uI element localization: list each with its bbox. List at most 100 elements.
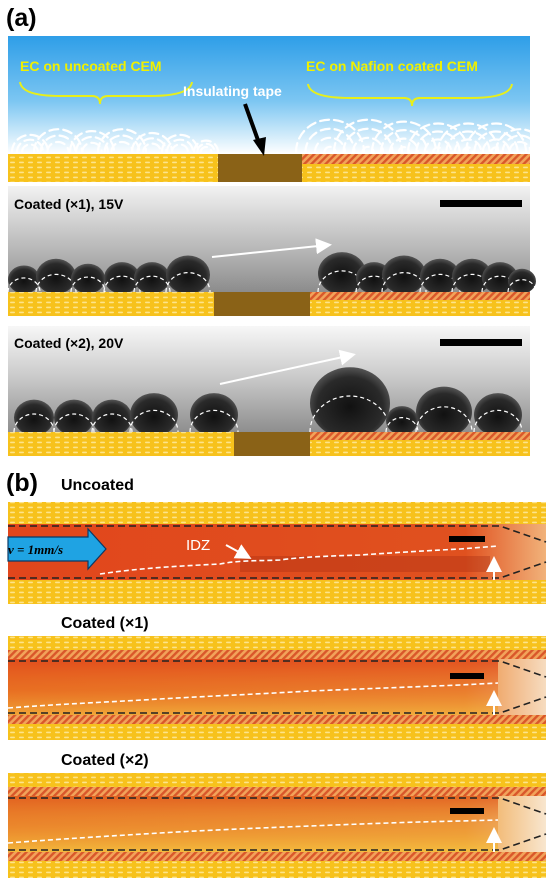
vortex-arc (199, 145, 213, 154)
channel3-bottom-coating (8, 852, 546, 861)
vortex-arc (20, 143, 40, 154)
bubble (452, 258, 492, 294)
schematic-bubbles (10, 118, 546, 154)
vortex-arc (192, 139, 220, 154)
vortex-arc (304, 127, 356, 154)
bubble (134, 262, 170, 294)
frame1-scale-bar (440, 200, 522, 207)
frame2-bubbles (13, 367, 523, 440)
channel-uncoated: v = 1mm/s IDZ (7, 502, 547, 604)
channel2-top-coating (8, 650, 546, 659)
vortex-arc (351, 136, 385, 154)
channel2-idz-boundary (7, 682, 499, 709)
bubble-outline (317, 270, 367, 293)
channel2-bottom-wall (8, 724, 546, 740)
channel3-flow-shade (8, 796, 498, 852)
coated-membrane-layer (302, 154, 530, 164)
vortex-arc (481, 138, 511, 154)
bubble (71, 263, 105, 294)
vortex-arc (196, 142, 216, 154)
vortex-arc (142, 142, 162, 154)
bubble (36, 258, 76, 294)
vortex-arc (342, 127, 394, 154)
channel1-idz-boundary (99, 545, 499, 575)
bubble (130, 393, 178, 437)
vortex-arc (313, 136, 347, 154)
frame1-growth-arrow (211, 238, 332, 258)
bubble (474, 393, 522, 437)
vortex-arc (501, 134, 539, 154)
vortex-arc (453, 138, 483, 154)
channel1-dark-layer (240, 556, 490, 572)
vortex-arc (130, 131, 174, 154)
frame2-label: Coated (×2), 20V (14, 335, 124, 351)
frame1-bubbles (7, 252, 537, 295)
bubble (386, 406, 418, 435)
bubble-outline (507, 279, 537, 293)
vortex-arc (445, 130, 491, 154)
left-bracket (19, 81, 193, 105)
vortex-arc (423, 138, 453, 154)
bubble-outline (165, 272, 211, 293)
frame-coated-x2-20v: Coated (×2), 20V (8, 326, 530, 456)
insulating-tape-block (218, 154, 302, 182)
frame2-coated-layer (310, 432, 530, 440)
uncoated-title: Uncoated (61, 477, 134, 494)
frame1-tape-block (214, 292, 310, 316)
frame1-label: Coated (×1), 15V (14, 196, 124, 212)
bubble-outline (70, 276, 106, 293)
velocity-arrow-icon (7, 527, 107, 571)
frame2-coated-base (310, 440, 530, 456)
bubble (416, 386, 472, 438)
bubble-outline (13, 413, 55, 433)
frame1-coated-layer (310, 292, 530, 300)
vortex-arc (379, 129, 429, 154)
vortex-arc (96, 128, 148, 154)
frame-coated-x1-15v: Coated (×1), 15V (7, 186, 537, 316)
bubble-outline (309, 395, 391, 433)
velocity-label: v = 1mm/s (8, 542, 63, 557)
vortex-arc (361, 145, 375, 154)
channel3-top-coating (8, 787, 546, 796)
schematic-sky (8, 36, 530, 154)
uncoated-membrane (8, 154, 218, 182)
vortex-arc (10, 133, 50, 154)
vortex-arc (46, 140, 70, 154)
channel3-bottom-wall (8, 861, 546, 878)
bubble (190, 393, 238, 437)
panel-a-label: (a) (6, 4, 37, 32)
coated2-title: Coated (×2) (61, 752, 149, 769)
bubble (14, 399, 54, 436)
frame2-growth-arrow (219, 349, 356, 385)
channel-coated-x1 (7, 636, 547, 740)
bubble-outline (53, 413, 95, 433)
bubble (54, 399, 94, 436)
vortex-arc (473, 130, 519, 154)
channel1-top-wall (8, 502, 546, 524)
vortex-arc (39, 134, 77, 154)
bubble-outline (189, 409, 239, 433)
bubble-outline (7, 277, 41, 293)
idz-pointer-arrow (225, 544, 252, 559)
channel3-scale-bar (450, 808, 484, 814)
channel3-top-wall (8, 773, 546, 787)
bubble-outline (91, 413, 133, 433)
vortex-arc (170, 143, 190, 154)
frame2-scale-bar (440, 339, 522, 346)
bubble (508, 268, 536, 294)
vortex-arc (165, 138, 195, 154)
coated-membrane-base (302, 164, 530, 182)
channel1-scale-bar (449, 536, 485, 542)
frame1-uncoated-membrane (8, 292, 214, 316)
frame1-coated-base (310, 300, 530, 316)
bubble (166, 255, 210, 295)
frame2-uncoated-membrane (8, 432, 234, 456)
bubble-outline (415, 406, 473, 433)
vortex-arc (68, 130, 116, 154)
vortex-arc (464, 122, 528, 154)
coated1-title: Coated (×1) (61, 615, 149, 632)
vortex-arc (32, 128, 84, 154)
bubble (104, 262, 140, 294)
vortex-arc (323, 145, 337, 154)
